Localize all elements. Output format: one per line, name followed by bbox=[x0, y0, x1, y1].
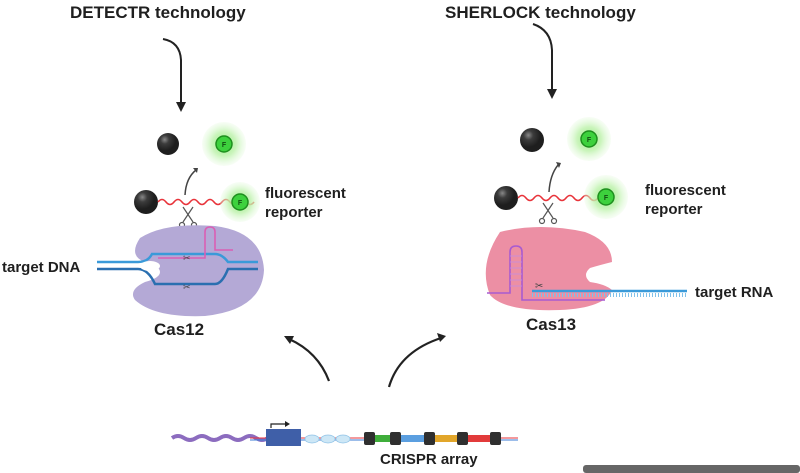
detectr-title: DETECTR technology bbox=[70, 3, 246, 22]
release-arrow-head bbox=[193, 168, 198, 173]
arrow-head bbox=[547, 89, 557, 99]
target-rna-label: target RNA bbox=[695, 284, 774, 301]
cas13-protein bbox=[485, 227, 612, 311]
cut-site-icon: ✂ bbox=[183, 282, 191, 292]
reporter-fluorophore bbox=[597, 188, 615, 206]
scissors-icon bbox=[538, 202, 558, 225]
quencher-ball bbox=[157, 133, 179, 155]
cut-site-icon: ✂ bbox=[535, 281, 543, 292]
promoter-block bbox=[266, 429, 301, 446]
release-arrow-icon bbox=[548, 164, 559, 193]
fluorophore bbox=[215, 135, 233, 153]
leader-sequence bbox=[304, 434, 351, 444]
repeat bbox=[490, 432, 501, 445]
target-dna-top-strand bbox=[97, 252, 258, 264]
cut-site-icon: ✂ bbox=[183, 253, 191, 263]
guide-rna bbox=[158, 226, 233, 259]
fluorophore-letter: F bbox=[587, 137, 592, 144]
down-arrow-icon bbox=[532, 23, 553, 90]
detectr-panel: DETECTR technology F F fluorescent repor… bbox=[2, 3, 346, 339]
arrow-to-sherlock-icon bbox=[387, 336, 442, 388]
reporter-label-line1: fluorescent bbox=[645, 182, 726, 199]
repeat bbox=[457, 432, 468, 445]
cas12-label: Cas12 bbox=[154, 320, 204, 339]
pam-gap bbox=[140, 261, 160, 271]
arrow-head bbox=[176, 102, 186, 112]
repeat bbox=[424, 432, 435, 445]
target-dna-bottom-strand bbox=[97, 267, 258, 286]
cas-gene-coil bbox=[170, 434, 270, 442]
arrow-head bbox=[284, 336, 294, 344]
scroll-bar bbox=[583, 465, 800, 473]
crrna-rungs bbox=[510, 255, 522, 287]
reporter-fluorophore-letter: F bbox=[238, 200, 243, 207]
reporter-fluorophore-letter: F bbox=[604, 195, 609, 202]
reporter-label-line2: reporter bbox=[645, 201, 703, 218]
quencher-ball bbox=[520, 128, 544, 152]
crispr-array-label: CRISPR array bbox=[380, 451, 478, 468]
cas13-label: Cas13 bbox=[526, 315, 576, 334]
reporter-fluorophore bbox=[231, 193, 249, 211]
reporter-label-line2: reporter bbox=[265, 204, 323, 221]
spacer bbox=[374, 435, 394, 442]
fluorophore-letter: F bbox=[222, 142, 227, 149]
sherlock-panel: SHERLOCK technology F F fluorescent repo… bbox=[445, 3, 774, 334]
reporter-label-line1: fluorescent bbox=[265, 185, 346, 202]
arrow-to-cas12-icon bbox=[288, 337, 331, 382]
spacer bbox=[434, 435, 461, 442]
repeat bbox=[364, 432, 375, 445]
spacer bbox=[467, 435, 494, 442]
crispr-array bbox=[170, 421, 518, 446]
repeat bbox=[390, 432, 401, 445]
scissors-icon bbox=[178, 206, 198, 229]
spacer bbox=[400, 435, 428, 442]
promoter-arrow-head bbox=[285, 421, 290, 427]
cas12-protein bbox=[132, 225, 264, 317]
down-arrow-icon bbox=[162, 38, 182, 103]
release-arrow-icon bbox=[184, 169, 197, 196]
crrna bbox=[487, 245, 605, 301]
sherlock-title: SHERLOCK technology bbox=[445, 3, 636, 22]
promoter-arrow-icon bbox=[270, 423, 286, 428]
release-arrow-head bbox=[556, 162, 561, 168]
fluorophore bbox=[580, 130, 598, 148]
arrow-head bbox=[437, 333, 446, 342]
reporter-quencher bbox=[494, 186, 518, 210]
reporter-quencher bbox=[134, 190, 158, 214]
target-dna-label: target DNA bbox=[2, 259, 81, 276]
